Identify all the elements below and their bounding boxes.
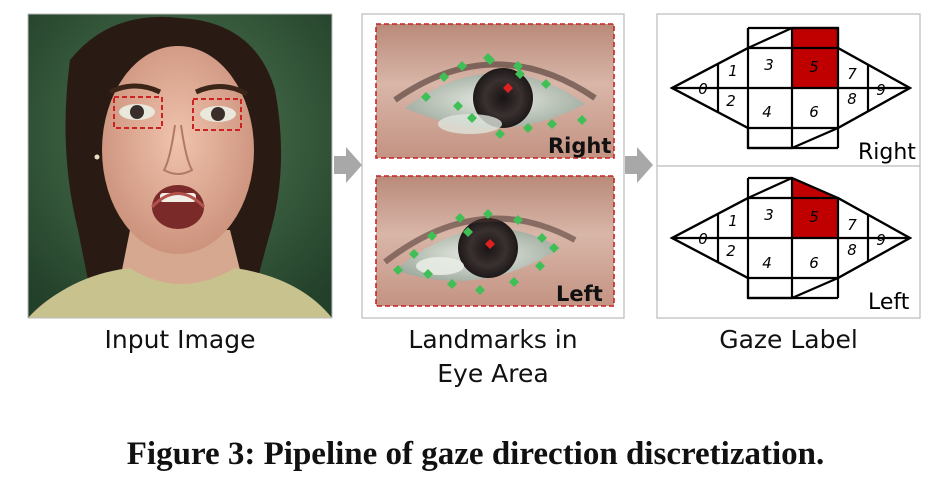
gaze-grid-left	[669, 176, 913, 300]
pupil-marker	[485, 239, 495, 249]
right-eye-box	[113, 96, 163, 129]
gaze-region-label-2: 2	[726, 92, 736, 110]
input-image-caption: Input Image	[104, 325, 256, 354]
left-eye-crop	[376, 176, 614, 306]
landmark-marker	[439, 72, 449, 82]
landmark-marker	[513, 215, 523, 225]
landmark-marker	[547, 119, 557, 129]
landmark-marker	[485, 55, 495, 65]
landmarks-left-label: Left	[556, 282, 603, 306]
input-image	[28, 14, 332, 318]
gaze-region-label-9: 9	[876, 81, 886, 99]
landmark-marker	[495, 129, 505, 139]
right-eye-crop	[376, 24, 614, 158]
gaze-region-label-5: 5	[809, 58, 819, 76]
gaze-region-label-7: 7	[847, 216, 857, 234]
gaze-label-caption: Gaze Label	[719, 325, 858, 354]
landmark-marker	[455, 213, 465, 223]
gaze-region-label-2: 2	[726, 242, 736, 260]
landmark-marker	[467, 113, 477, 123]
landmark-marker	[423, 269, 433, 279]
gaze-region-label-0: 0	[698, 80, 708, 98]
gaze-region-label-8: 8	[847, 90, 857, 108]
landmark-marker	[523, 123, 533, 133]
landmark-marker	[577, 115, 587, 125]
gaze-region-label-3: 3	[764, 206, 774, 224]
gaze-region-label-0: 0	[698, 230, 708, 248]
landmark-marker	[541, 79, 551, 89]
landmarks-right-label: Right	[548, 134, 612, 158]
landmark-marker	[463, 227, 473, 237]
gaze-region-label-9: 9	[876, 231, 886, 249]
figure-caption: Figure 3: Pipeline of gaze direction dis…	[126, 436, 825, 472]
gaze-right-label: Right	[858, 140, 916, 165]
landmark-marker	[537, 233, 547, 243]
landmark-marker	[409, 249, 419, 259]
gaze-region-label-6: 6	[809, 254, 819, 272]
landmark-marker	[549, 243, 559, 253]
landmark-marker	[457, 61, 467, 71]
landmarks-caption-line2: Eye Area	[437, 359, 549, 388]
gaze-region-label-8: 8	[847, 241, 857, 259]
landmark-marker	[447, 279, 457, 289]
landmark-marker	[509, 277, 519, 287]
landmark-marker	[393, 265, 403, 275]
gaze-region-label-4: 4	[762, 254, 772, 272]
landmark-marker	[421, 92, 431, 102]
landmark-marker	[535, 261, 545, 271]
gaze-region-labels-left: 0 1 2 3 4 5 6 7 8 9	[698, 206, 886, 272]
landmarks-caption-line1: Landmarks in	[408, 325, 578, 354]
landmark-marker	[427, 231, 437, 241]
gaze-grid-right	[669, 26, 913, 150]
gaze-region-label-7: 7	[847, 65, 857, 83]
left-eye-landmarks	[393, 209, 559, 295]
landmark-marker	[453, 101, 463, 111]
gaze-region-label-5: 5	[809, 208, 819, 226]
gaze-left-label: Left	[868, 290, 910, 315]
arrow-1	[334, 147, 362, 183]
gaze-region-label-1: 1	[728, 62, 738, 80]
right-eye-landmarks	[421, 53, 587, 139]
gaze-region-label-1: 1	[728, 212, 738, 230]
landmark-marker	[513, 61, 523, 71]
landmark-marker	[515, 69, 525, 79]
gaze-region-label-3: 3	[764, 56, 774, 74]
pupil-marker	[503, 83, 513, 93]
left-eye-box	[192, 98, 242, 131]
gaze-region-labels-right: 0 1 2 3 4 5 6 7 8 9	[698, 56, 886, 121]
gaze-region-label-4: 4	[762, 103, 772, 121]
arrow-2	[625, 147, 653, 183]
gaze-region-5-right-highlight	[792, 28, 838, 88]
gaze-region-label-6: 6	[809, 103, 819, 121]
landmark-marker	[483, 209, 493, 219]
landmark-marker	[475, 285, 485, 295]
